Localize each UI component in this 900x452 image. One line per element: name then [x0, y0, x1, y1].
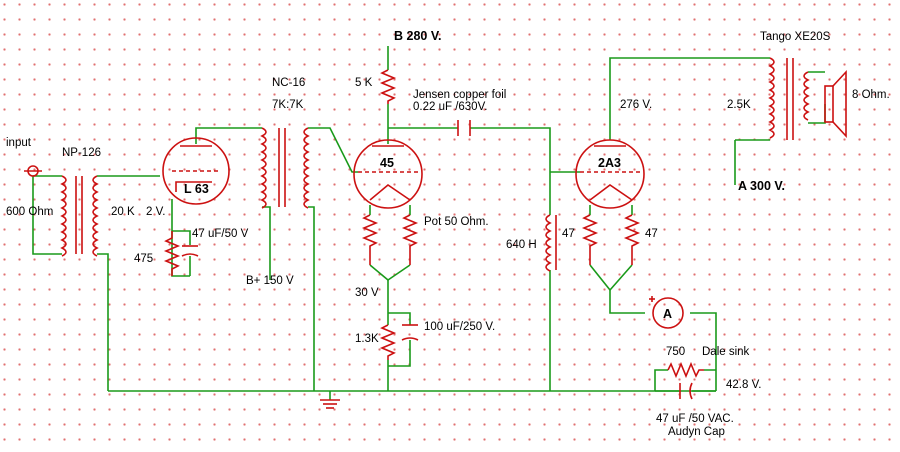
voltage-2v-label: 2 V.: [146, 206, 165, 218]
bplus-150-label: B+ 150 V: [246, 275, 294, 287]
r5k-label: 5 K: [355, 77, 373, 89]
impedance-25k-label: 2.5K: [727, 99, 751, 111]
tango-output-transformer-icon: [768, 57, 810, 140]
tango-label: Tango XE20S: [760, 31, 831, 43]
pot-50-label: Pot 50 Ohm.: [424, 216, 489, 228]
speaker-icon: [824, 69, 847, 139]
jensen-cap-label-line2: 0.22 uF /630V.: [413, 101, 487, 113]
b-supply-label: B 280 V.: [394, 29, 442, 43]
tube-45-label: 45: [380, 156, 394, 170]
2a3-filament-resistor-right-icon: [623, 214, 641, 265]
ammeter-icon: [649, 296, 684, 329]
input-label: input: [6, 137, 32, 149]
impedance-20k-label: 20 K: [111, 206, 135, 218]
audyn-cap-label: Audyn Cap: [668, 426, 725, 438]
r13k-label: 1.3K: [355, 333, 379, 345]
voltage-30v-label: 30 V: [355, 287, 379, 299]
speaker-impedance-label: 8 Ohm.: [852, 89, 890, 101]
45-triode-tube-icon: [353, 139, 423, 209]
c47uf-audyn-capacitor-icon: [655, 382, 716, 400]
nc16-label: NC-16: [272, 77, 305, 89]
2a3-triode-tube-icon: [575, 139, 645, 209]
plate-voltage-276-label: 276 V.: [620, 99, 652, 111]
r475-resistor-icon: [163, 231, 181, 276]
cap-47uf-label: 47 uF/50 V: [192, 228, 249, 240]
r47-left-label: 47: [562, 228, 575, 240]
tube-2a3-label: 2A3: [598, 156, 621, 170]
r5k-resistor-icon: [379, 69, 397, 104]
impedance-600-label: 600 Ohm: [6, 206, 53, 218]
jensen-capacitor-icon: [457, 120, 471, 136]
r475-label: 475: [134, 253, 153, 265]
c100uf-capacitor-icon: [401, 324, 419, 341]
choke-640h-label: 640 H: [506, 239, 537, 251]
2a3-filament-resistor-left-icon: [581, 214, 599, 265]
r750-resistor-icon: [667, 361, 704, 379]
tube-l63-label: L 63: [184, 182, 209, 196]
640h-choke-icon: [545, 214, 557, 272]
l63-triode-tube-icon: [162, 137, 230, 205]
45-filament-resistor-right-icon: [401, 214, 419, 265]
dale-sink-label: Dale sink: [702, 346, 750, 358]
r750-label: 750: [666, 346, 685, 358]
45-filament-resistor-left-icon: [361, 214, 379, 265]
jensen-cap-label-line1: Jensen copper foil: [413, 89, 506, 101]
r47-right-label: 47: [645, 228, 658, 240]
np126-transformer-icon: [60, 175, 99, 257]
nc16-transformer-icon: [260, 127, 310, 209]
a-supply-label: A 300 V.: [738, 179, 785, 193]
np126-label: NP-126: [62, 147, 101, 159]
cap-47uf-vac-label: 47 uF /50 VAC.: [656, 413, 734, 425]
wires: [32, 46, 826, 400]
ratio-7k-label: 7K:7K: [272, 99, 304, 111]
ammeter-label: A: [663, 307, 672, 321]
c47uf-capacitor-icon: [181, 245, 199, 257]
cap-100uf-label: 100 uF/250 V.: [424, 321, 495, 333]
input-terminal-icon: [24, 165, 42, 177]
r13k-resistor-icon: [379, 324, 397, 360]
ground-icon: [320, 399, 340, 409]
voltage-428-label: 42.8 V.: [726, 379, 761, 391]
